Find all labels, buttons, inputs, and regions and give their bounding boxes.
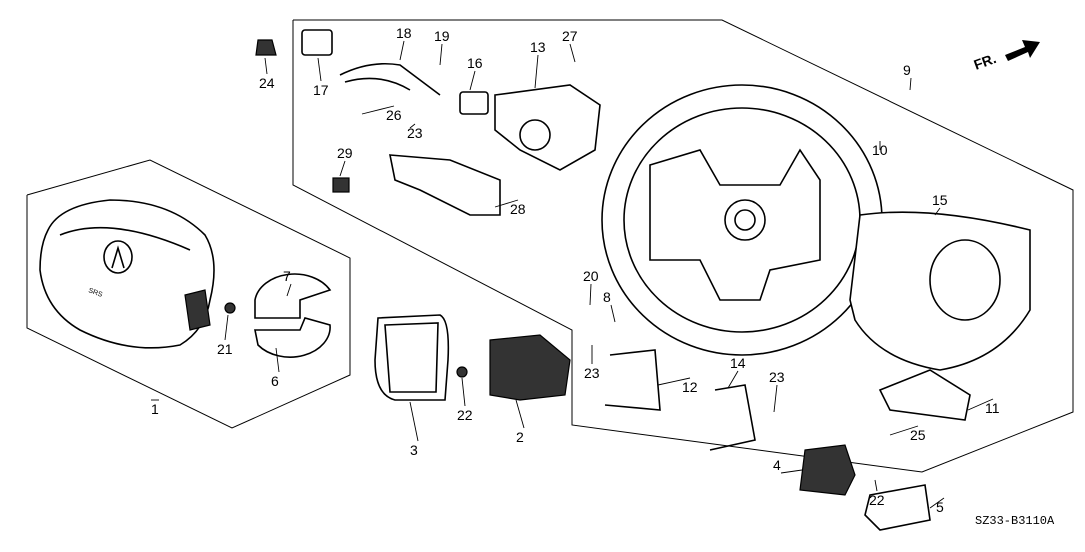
- bolt-29: [332, 177, 350, 193]
- fr-label: FR.: [972, 50, 999, 73]
- callout-12: 12: [682, 379, 698, 395]
- leader-line: [515, 399, 525, 429]
- callout-11: 11: [985, 400, 1000, 416]
- cover-5: [864, 484, 931, 531]
- leader-line: [909, 77, 912, 91]
- callout-23: 23: [584, 365, 600, 381]
- callout-16: 16: [467, 55, 483, 71]
- switch-4: [799, 444, 856, 496]
- callout-18: 18: [396, 25, 412, 41]
- front-direction-indicator: FR.: [972, 40, 1040, 73]
- callout-25: 25: [910, 427, 926, 443]
- bracket-11: [878, 369, 971, 421]
- callout-22: 22: [869, 492, 885, 508]
- leader-line: [589, 283, 592, 306]
- leader-line: [773, 384, 778, 413]
- leader-line: [399, 40, 405, 61]
- callout-6: 6: [271, 373, 279, 389]
- airbag-module: SRS: [39, 199, 236, 349]
- leader-line: [339, 160, 346, 177]
- callout-27: 27: [562, 28, 578, 44]
- leader-line: [727, 370, 739, 389]
- leader-line: [934, 207, 941, 216]
- leader-line: [409, 401, 419, 442]
- callout-21: 21: [217, 341, 233, 357]
- switch-17: [301, 29, 333, 56]
- arrow-right-icon: [1005, 40, 1040, 61]
- leader-line: [610, 304, 616, 323]
- rear-cover: [849, 211, 1031, 371]
- callout-15: 15: [932, 192, 948, 208]
- callout-3: 3: [410, 442, 418, 458]
- leader-line: [967, 398, 994, 411]
- cover-plate: [254, 273, 332, 358]
- callout-7: 7: [283, 268, 291, 284]
- leader-line: [780, 469, 803, 474]
- cover-panel: [374, 314, 450, 401]
- switch-16: [459, 91, 489, 115]
- callout-14: 14: [730, 355, 746, 371]
- callout-22: 22: [457, 407, 473, 423]
- leader-line: [439, 43, 443, 66]
- leader-line: [929, 497, 945, 509]
- leader-line: [461, 377, 466, 407]
- leader-line: [317, 57, 322, 82]
- callout-19: 19: [434, 28, 450, 44]
- leader-line: [657, 377, 691, 386]
- callout-10: 10: [872, 142, 888, 158]
- leader-line: [494, 199, 519, 208]
- callout-29: 29: [337, 145, 353, 161]
- callout-24: 24: [259, 75, 275, 91]
- leader-line: [569, 43, 576, 63]
- switch-unit: [489, 334, 571, 401]
- callout-23: 23: [407, 125, 423, 141]
- callout-9: 9: [903, 62, 911, 78]
- leader-line: [264, 57, 268, 75]
- svg-text:SRS: SRS: [87, 287, 103, 299]
- leader-line: [534, 54, 539, 89]
- callout-17: 17: [313, 82, 329, 98]
- leader-line: [874, 479, 878, 492]
- callout-20: 20: [583, 268, 599, 284]
- steering-wheel: [601, 84, 883, 356]
- callout-23: 23: [769, 369, 785, 385]
- leader-line: [286, 283, 292, 297]
- leader-line: [224, 314, 229, 341]
- bracket-14: [709, 384, 756, 451]
- callout-28: 28: [510, 201, 526, 217]
- diagram-code: SZ33-B3110A: [975, 514, 1055, 528]
- wheel-assembly-boundary: [292, 19, 1074, 473]
- callout-13: 13: [530, 39, 546, 55]
- harness-18: [339, 62, 441, 96]
- callout-5: 5: [936, 499, 944, 515]
- nut-24: [255, 39, 277, 56]
- leader-line: [469, 70, 476, 91]
- callout-2: 2: [516, 429, 524, 445]
- leader-line: [361, 105, 395, 115]
- leader-line: [889, 425, 919, 436]
- bracket-12: [604, 349, 661, 411]
- leader-line: [409, 123, 416, 129]
- leader-line: [275, 347, 280, 373]
- bracket-28: [389, 154, 501, 216]
- callout-1: 1: [151, 401, 159, 417]
- callout-26: 26: [386, 107, 402, 123]
- airbag-assembly-boundary: [26, 159, 351, 429]
- callout-8: 8: [603, 289, 611, 305]
- callout-4: 4: [773, 457, 781, 473]
